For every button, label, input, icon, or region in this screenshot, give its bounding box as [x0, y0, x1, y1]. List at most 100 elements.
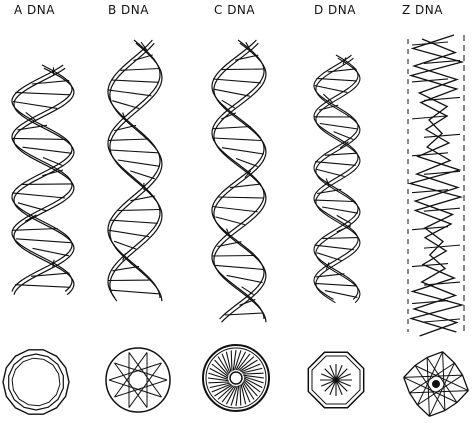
star-chord — [209, 367, 229, 379]
star-chord — [114, 352, 148, 398]
outer-ring — [426, 351, 443, 359]
strand-backbone — [315, 57, 361, 304]
star-chord — [442, 351, 446, 411]
base-pair-rung — [324, 290, 358, 298]
outer-ring — [414, 356, 428, 367]
base-pair-rung — [325, 262, 330, 270]
star-chord — [426, 357, 430, 417]
outer-ring — [2, 349, 70, 415]
base-pair-rung — [21, 183, 73, 185]
base-pair-rung — [423, 170, 461, 175]
star-chord — [225, 351, 232, 373]
base-pair-rung — [226, 274, 263, 284]
base-pair-rung — [108, 229, 150, 238]
base-pair-rung — [12, 192, 66, 199]
base-pair-rung — [215, 264, 264, 270]
base-pair-rung — [212, 125, 251, 130]
base-pair-rung — [31, 80, 70, 85]
base-pair-rung — [333, 131, 354, 141]
star-chord — [243, 374, 265, 379]
star-chord — [214, 359, 229, 376]
strand-backbone — [11, 64, 73, 292]
star-chord — [403, 376, 458, 403]
base-pair-rung — [15, 238, 71, 244]
label-b-dna: B DNA — [108, 3, 149, 17]
outer-ring — [403, 377, 411, 394]
outer-ring — [453, 362, 464, 376]
base-pair-rung — [241, 286, 255, 296]
star-chord — [209, 382, 231, 389]
star-chord — [221, 353, 231, 374]
base-pair-rung — [339, 141, 349, 149]
base-pair-rung — [244, 170, 252, 179]
base-pair-rung — [217, 241, 242, 248]
base-pair-rung — [336, 214, 352, 224]
base-pair-rung — [117, 159, 160, 167]
star-chord — [108, 379, 162, 398]
base-pair-rung — [323, 93, 333, 103]
base-pair-rung — [108, 138, 150, 141]
base-pair-rung — [212, 78, 261, 84]
base-pair-rung — [213, 88, 251, 97]
base-pair-rung — [133, 54, 153, 62]
base-pair-rung — [215, 216, 245, 226]
base-pair-rung — [15, 91, 71, 96]
strand-backbone — [109, 42, 163, 302]
base-pair-rung — [225, 228, 231, 237]
label-c-dna: C DNA — [214, 3, 255, 17]
base-pair-rung — [12, 137, 66, 140]
base-pair-rung — [235, 157, 258, 168]
outer-ring — [408, 392, 419, 406]
inner-ring — [229, 371, 243, 385]
base-pair-rung — [411, 41, 449, 46]
star-chord — [230, 385, 238, 406]
strand-backbone — [211, 39, 265, 320]
base-pair-rung — [411, 263, 449, 268]
outer-ring — [8, 353, 64, 411]
base-pair-rung — [15, 284, 71, 288]
base-pair-rung — [212, 254, 256, 257]
base-pair-rung — [229, 183, 262, 189]
base-pair-rung — [122, 112, 127, 121]
helix-c-dna — [211, 39, 267, 323]
base-pair-rung — [140, 41, 148, 51]
outer-ring — [403, 365, 416, 378]
strand-backbone — [313, 54, 359, 300]
base-pair-rung — [110, 289, 159, 295]
label-d-dna: D DNA — [314, 3, 356, 17]
star-chord — [426, 357, 458, 403]
star-chord — [230, 350, 233, 372]
base-pair-rung — [12, 227, 58, 231]
star-chord — [242, 372, 264, 375]
star-chord — [235, 351, 247, 371]
base-pair-rung — [423, 244, 461, 249]
outer-ring — [202, 344, 270, 412]
inner-ring — [11, 357, 61, 407]
base-pair-rung — [109, 149, 158, 154]
base-pair-rung — [217, 196, 264, 199]
strand-backbone — [313, 54, 359, 300]
star-chord — [208, 372, 229, 380]
base-pair-rung — [314, 199, 355, 203]
star-chord — [243, 378, 261, 393]
cross-section-c-dna — [202, 344, 270, 412]
base-pair-rung — [318, 104, 339, 111]
base-pair-rung — [31, 272, 70, 277]
base-pair-rung — [411, 152, 449, 157]
base-pair-rung — [122, 253, 126, 261]
star-chord — [207, 377, 229, 382]
base-pair-rung — [411, 115, 449, 120]
base-pair-rung — [322, 206, 358, 214]
base-pair-rung — [423, 207, 461, 212]
label-a-dna: A DNA — [14, 3, 55, 17]
base-pair-rung — [130, 170, 155, 180]
outer-ring — [205, 347, 267, 409]
star-chord — [208, 381, 230, 384]
base-pair-rung — [315, 273, 345, 278]
base-pair-rung — [113, 240, 137, 250]
helix-d-dna — [313, 54, 361, 304]
star-chord — [114, 362, 168, 381]
helix-b-dna — [107, 39, 163, 302]
base-pair-rung — [411, 299, 449, 305]
